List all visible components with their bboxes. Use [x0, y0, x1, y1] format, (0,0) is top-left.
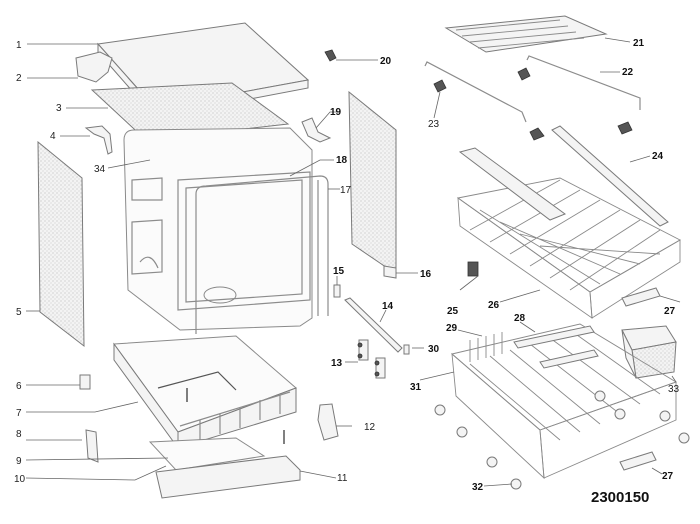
callout-14: 14	[382, 301, 394, 312]
callout-16: 16	[420, 269, 432, 280]
part-21-cutlery-tray	[444, 15, 608, 53]
callout-27-upper: 27	[664, 306, 676, 317]
callout-19: 19	[330, 107, 342, 118]
part-20-clip	[324, 49, 337, 62]
part-33-cutlery-basket	[621, 325, 677, 379]
callout-5: 5	[16, 307, 22, 318]
callout-28: 28	[514, 313, 526, 324]
part-9-base-tray	[148, 437, 266, 471]
callout-30: 30	[428, 344, 440, 355]
leader-lines	[25, 37, 681, 487]
callout-9: 9	[16, 456, 22, 467]
callout-4: 4	[50, 131, 56, 142]
part-6-valve	[79, 374, 91, 390]
part-5-left-side-panel	[37, 140, 85, 348]
callout-6: 6	[16, 381, 22, 392]
callout-32: 32	[472, 482, 484, 493]
callout-15: 15	[333, 266, 345, 277]
callout-29: 29	[446, 323, 458, 334]
part-19-hinge	[301, 117, 332, 143]
part-2-corner-cap	[75, 51, 113, 83]
part-27-handle	[619, 287, 661, 471]
callout-18: 18	[336, 155, 348, 166]
part-32-wheel	[434, 390, 690, 490]
part-17-tub-seal	[195, 175, 329, 334]
part-26-upper-rack	[456, 147, 681, 319]
part-cabinet-body	[123, 127, 313, 331]
part-23-clip	[433, 67, 633, 141]
callout-24: 24	[652, 151, 664, 162]
part-12-plate	[317, 403, 339, 441]
callout-21: 21	[633, 38, 645, 49]
callout-11: 11	[337, 473, 348, 484]
callout-12: 12	[364, 422, 376, 433]
callout-3: 3	[56, 103, 62, 114]
part-15-clip	[333, 284, 341, 298]
callout-23: 23	[428, 119, 440, 130]
part-30-end-cap	[403, 344, 410, 355]
part-13-bracket	[357, 339, 386, 379]
callout-17: 17	[340, 185, 352, 196]
part-3-insulation-mat	[90, 82, 290, 141]
callout-1: 1	[16, 40, 22, 51]
callout-25: 25	[447, 306, 459, 317]
callout-22: 22	[622, 67, 634, 78]
part-25-height-adjuster	[467, 261, 479, 277]
callout-8: 8	[16, 429, 22, 440]
callout-26: 26	[488, 300, 500, 311]
part-8-cover	[85, 429, 99, 463]
part-18-door-seal	[177, 171, 311, 311]
part-28-tine-rack	[513, 325, 599, 369]
callout-20: 20	[380, 56, 392, 67]
callout-34: 34	[94, 164, 106, 175]
part-11-plinth	[155, 455, 301, 499]
callout-31: 31	[410, 382, 422, 393]
callout-labels: 1 2 3 4 5 6 7 8 9 10 11 12 13 14 15 16 1…	[14, 38, 680, 506]
callout-10: 10	[14, 474, 26, 485]
diagram-id: 2300150	[591, 489, 649, 506]
part-14-rail	[344, 297, 403, 353]
part-4-bracket	[84, 125, 113, 155]
part-7-base	[113, 335, 297, 450]
callout-7: 7	[16, 408, 22, 419]
callout-27-lower: 27	[662, 471, 674, 482]
callout-2: 2	[16, 73, 22, 84]
callout-33: 33	[668, 384, 680, 395]
part-24-spray-arm	[551, 125, 669, 227]
part-16-right-side-panel	[348, 90, 397, 279]
part-22-rail	[424, 55, 641, 123]
callout-13: 13	[331, 358, 343, 369]
